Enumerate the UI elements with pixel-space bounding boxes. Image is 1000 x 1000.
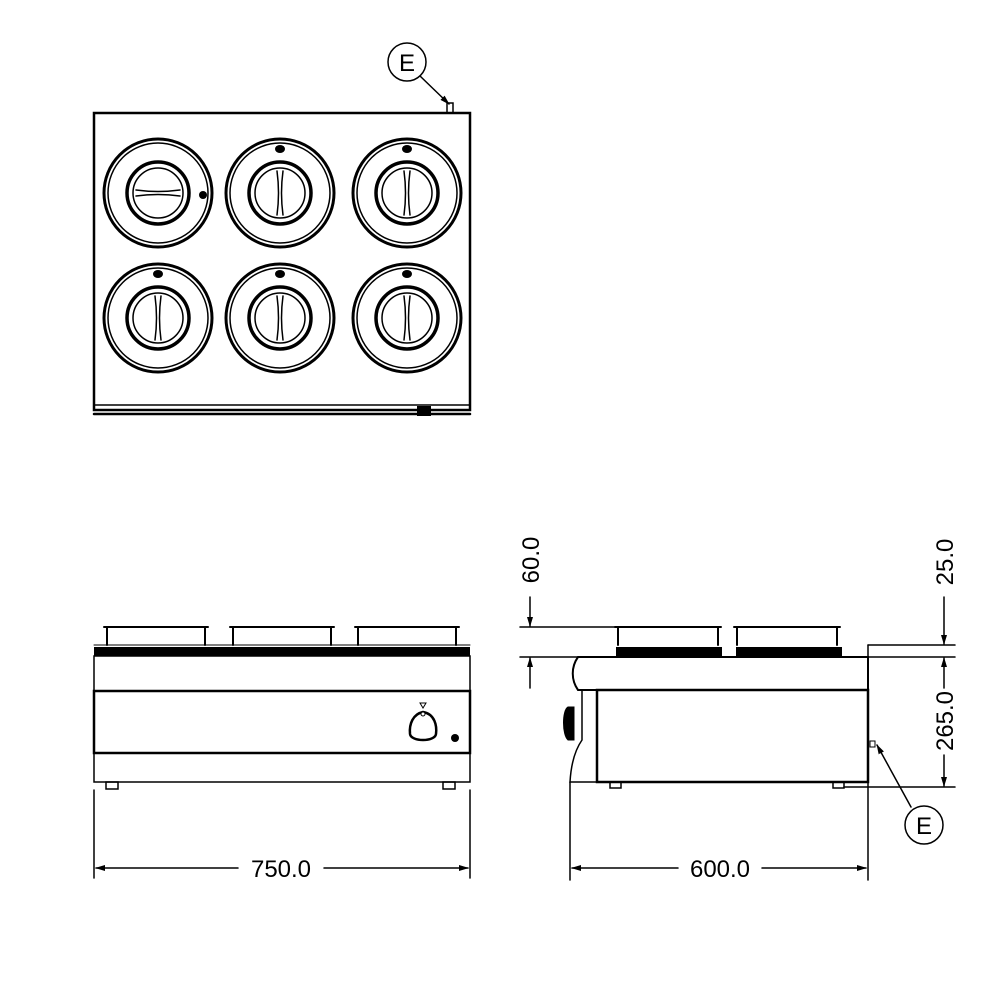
burner xyxy=(224,137,336,249)
burner-grid xyxy=(102,137,463,374)
burner xyxy=(224,262,336,374)
dimension-width: 750.0 xyxy=(251,856,311,883)
burner xyxy=(102,137,214,249)
front-view: 750.0 xyxy=(92,626,472,883)
dimension-body-height: 265.0 xyxy=(932,691,959,751)
callout-label: E xyxy=(916,813,932,840)
callout-label: E xyxy=(399,50,415,77)
side-view: 60.0 25.0 265.0 600.0 E xyxy=(518,537,959,883)
dimension-pan-height: 60.0 xyxy=(518,537,545,584)
burner xyxy=(351,262,463,374)
control-knob xyxy=(408,702,438,742)
dimension-depth: 600.0 xyxy=(690,856,750,883)
top-view: E xyxy=(92,42,472,416)
callout-e-top: E xyxy=(387,42,450,105)
indicator-light-icon xyxy=(451,734,459,742)
dimension-top-offset: 25.0 xyxy=(932,539,959,586)
burner xyxy=(102,262,214,374)
burner xyxy=(351,137,463,249)
pans xyxy=(103,626,460,646)
